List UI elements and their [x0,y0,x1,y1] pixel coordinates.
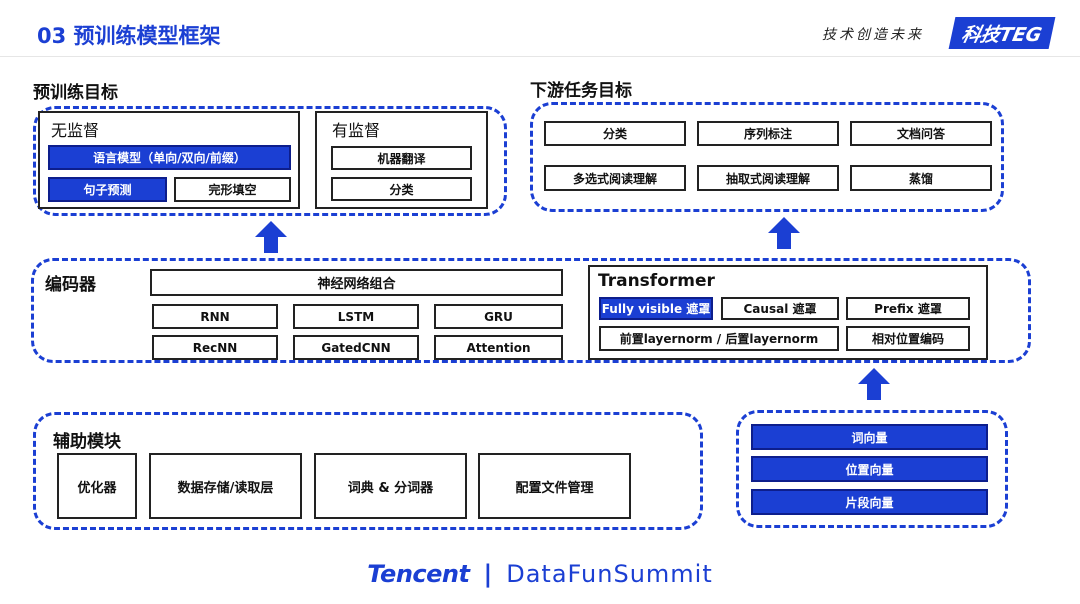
cloze-box: 完形填空 [174,177,291,202]
badge-text: 科技TEG [959,23,1044,46]
slogan: 技术创造未来 [822,27,924,43]
pretrain-section-title: 预训练目标 [33,83,118,103]
footer-divider: | [483,560,493,588]
supervised-classification-box: 分类 [331,177,472,201]
embedding-group [736,410,1008,528]
header-divider [0,56,1080,57]
causal-mask-box: Causal 遮罩 [721,297,839,320]
word-embedding-box: 词向量 [751,424,988,450]
language-model-box: 语言模型（单向/双向/前缀） [48,145,291,170]
pretrain-group [33,106,507,216]
tencent-logo: Tencent [367,560,470,588]
aux-item: 优化器 [57,453,137,519]
downstream-item: 序列标注 [697,121,839,146]
aux-group [33,412,703,530]
layernorm-box: 前置layernorm / 后置layernorm [599,326,839,351]
machine-translation-box: 机器翻译 [331,146,472,170]
downstream-item: 文档问答 [850,121,992,146]
supervised-label: 有监督 [332,121,381,140]
downstream-item: 抽取式阅读理解 [697,165,839,191]
relative-position-box: 相对位置编码 [846,326,970,351]
aux-item: 数据存储/读取层 [149,453,302,519]
aux-item: 词典 & 分词器 [314,453,467,519]
nn-item: RecNN [152,335,278,360]
encoder-group [31,258,1031,363]
nn-item: LSTM [293,304,419,329]
downstream-item: 多选式阅读理解 [544,165,686,191]
teg-logo-badge: 科技TEG [948,17,1056,49]
position-embedding-box: 位置向量 [751,456,988,482]
nn-item: RNN [152,304,278,329]
segment-embedding-box: 片段向量 [751,489,988,515]
nn-item: GatedCNN [293,335,419,360]
fully-visible-mask-box: Fully visible 遮罩 [599,297,713,320]
sentence-prediction-box: 句子预测 [48,177,167,202]
unsupervised-label: 无监督 [51,121,100,140]
arrow-up-icon [858,368,890,400]
nn-item: Attention [434,335,563,360]
downstream-item: 分类 [544,121,686,146]
prefix-mask-box: Prefix 遮罩 [846,297,970,320]
downstream-group [530,102,1004,212]
event-name: DataFunSummit [506,560,713,588]
aux-section-title: 辅助模块 [53,432,121,452]
aux-item: 配置文件管理 [478,453,631,519]
encoder-section-title: 编码器 [45,275,96,295]
downstream-item: 蒸馏 [850,165,992,191]
arrow-up-icon [768,217,800,249]
transformer-title: Transformer [598,271,715,291]
downstream-section-title: 下游任务目标 [530,81,632,101]
footer: Tencent | DataFunSummit [0,560,1080,588]
nn-item: GRU [434,304,563,329]
nn-combination-box: 神经网络组合 [150,269,563,296]
page-title: 03 预训练模型框架 [37,24,221,48]
arrow-up-icon [255,221,287,253]
